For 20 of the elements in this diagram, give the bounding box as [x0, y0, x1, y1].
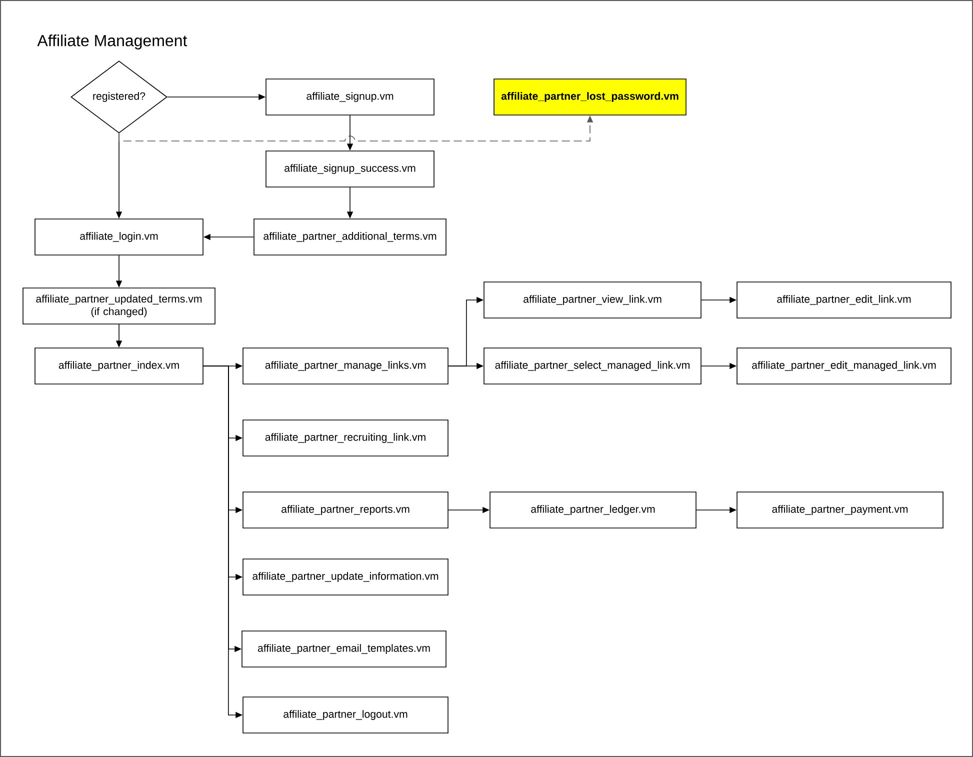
- process-box: affiliate_partner_edit_managed_link.vm: [736, 348, 952, 384]
- process-box: affiliate_signup.vm: [266, 78, 434, 116]
- process-box: affiliate_partner_ledger.vm: [490, 492, 696, 528]
- process-box: affiliate_partner_payment.vm: [736, 492, 944, 528]
- process-box: affiliate_partner_recruiting_link.vm: [242, 420, 448, 456]
- process-box: affiliate_partner_manage_links.vm: [242, 348, 448, 384]
- process-box: affiliate_partner_logout.vm: [242, 696, 448, 734]
- diagram-title: Affiliate Management: [37, 34, 188, 50]
- process-box: affiliate_partner_edit_link.vm: [736, 282, 952, 318]
- process-box: affiliate_signup_success.vm: [266, 150, 434, 188]
- process-box: affiliate_partner_additional_terms.vm: [254, 218, 446, 256]
- process-box: affiliate_partner_reports.vm: [242, 492, 448, 528]
- process-box: affiliate_partner_email_templates.vm: [242, 630, 446, 668]
- process-box: affiliate_partner_index.vm: [34, 348, 204, 384]
- process-box: affiliate_partner_view_link.vm: [484, 282, 702, 318]
- process-box: affiliate_partner_select_managed_link.vm: [484, 348, 702, 384]
- process-box: affiliate_partner_lost_password.vm: [494, 78, 686, 116]
- process-box: affiliate_partner_updated_terms.vm (if changed): [22, 288, 216, 324]
- process-box: affiliate_login.vm: [34, 218, 204, 256]
- process-box: affiliate_partner_update_information.vm: [242, 558, 448, 596]
